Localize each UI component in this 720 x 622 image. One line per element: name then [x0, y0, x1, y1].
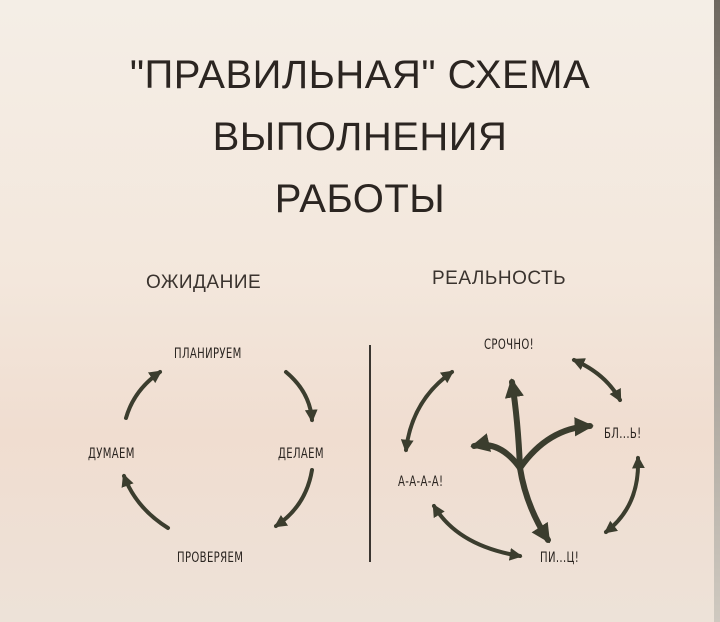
node-pi: ПИ...Ц!	[540, 550, 580, 566]
node-urgent: СРОЧНО!	[484, 337, 535, 353]
arrow-center-right	[517, 417, 594, 471]
arrow-center-down	[517, 465, 551, 544]
title-line-2: ВЫПОЛНЕНИЯ	[212, 115, 508, 159]
photo-edge	[714, 0, 720, 622]
node-plan: ПЛАНИРУЕМ	[174, 346, 242, 362]
arrow-urgent-bl	[571, 358, 622, 403]
arrow-plan-to-do	[284, 370, 318, 423]
expectation-heading: ОЖИДАНИЕ	[146, 272, 262, 293]
arrow-aaaa-pi	[432, 503, 523, 561]
title-line-1: "ПРАВИЛЬНАЯ" СХЕМА	[129, 53, 591, 97]
expectation-cycle	[121, 370, 318, 530]
arrow-center-up	[504, 378, 524, 471]
reality-center	[470, 378, 594, 544]
reality-heading: РЕАЛЬНОСТЬ	[432, 268, 567, 289]
arrow-check-to-think	[121, 473, 170, 530]
arrow-think-to-plan	[124, 370, 163, 420]
arrow-urgent-aaaa	[400, 370, 455, 453]
arrow-bl-pi	[603, 455, 645, 534]
node-do: ДЕЛАЕМ	[278, 446, 324, 462]
arrow-do-to-check	[273, 468, 314, 528]
node-aaaa: А-А-А-А!	[398, 474, 444, 490]
node-think: ДУМАЕМ	[88, 446, 135, 462]
node-bl: БЛ...Ь!	[604, 426, 642, 442]
title-line-3: РАБОТЫ	[274, 177, 446, 221]
reality-chaos	[400, 358, 645, 561]
node-check: ПРОВЕРЯЕМ	[177, 550, 244, 566]
arrow-center-left	[470, 433, 523, 471]
page-title: "ПРАВИЛЬНАЯ" СХЕМА ВЫПОЛНЕНИЯ РАБОТЫ	[0, 44, 720, 230]
